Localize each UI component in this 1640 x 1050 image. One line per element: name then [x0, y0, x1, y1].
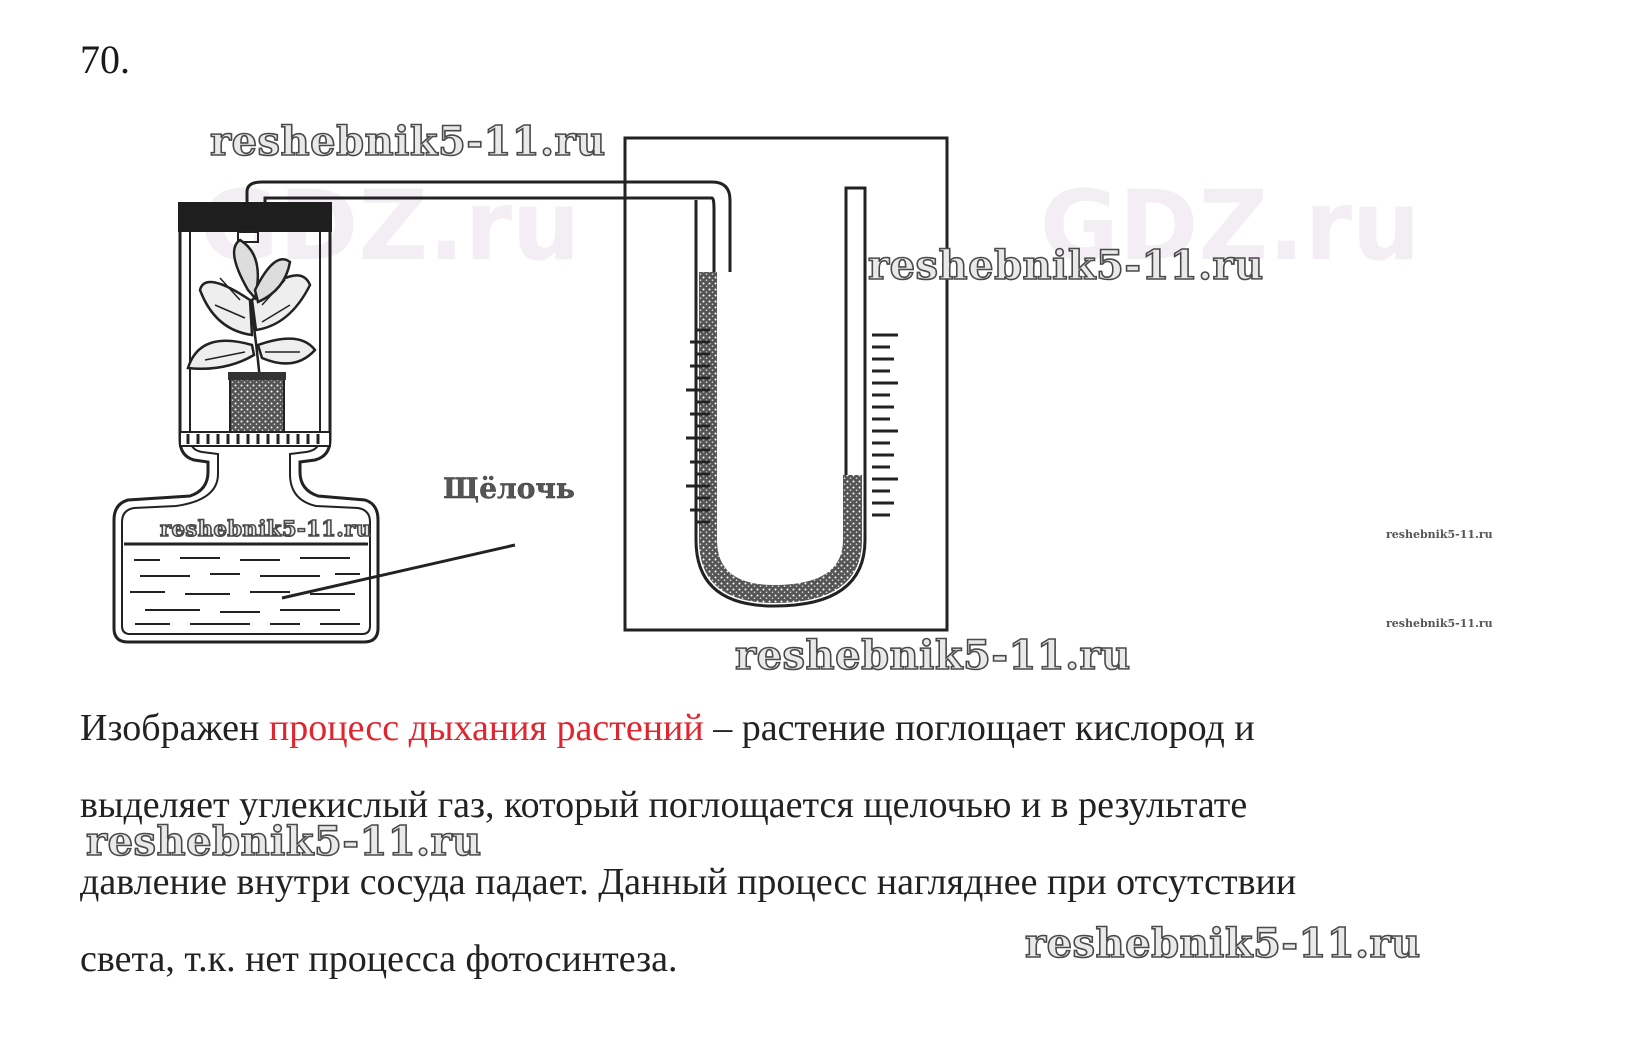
jar-stopper [178, 202, 332, 232]
u-tube [694, 186, 867, 608]
watermark: reshebnik5-11.ru [209, 117, 606, 166]
watermark: reshebnik5-11.ru [85, 817, 482, 866]
alkali-label: Щёлочь [443, 472, 575, 505]
problem-number: 70. [80, 37, 130, 82]
watermark: reshebnik5-11.ru [867, 241, 1264, 290]
watermark: reshebnik5-11.ru [1024, 919, 1421, 968]
manometer-board [623, 136, 949, 632]
plant-pot [229, 374, 285, 434]
plant [186, 238, 317, 381]
u-tube-liquid [699, 272, 862, 603]
answer-line-4: света, т.к. нет процесса фотосинтеза. [80, 938, 678, 980]
answer-paragraph: Изображен процесс дыхания растений – рас… [80, 690, 1560, 998]
watermark: reshebnik5-11.ru [1386, 528, 1493, 541]
highlighted-term: процесс дыхания растений [268, 707, 704, 749]
scale-left [686, 328, 710, 524]
answer-line-1: Изображен процесс дыхания растений – рас… [80, 707, 1255, 749]
glass-jar [112, 208, 380, 644]
watermark: reshebnik5-11.ru [159, 515, 372, 542]
answer-line-2: выделяет углекислый газ, который поглоща… [80, 784, 1248, 826]
connecting-tube [245, 180, 732, 272]
label-pointer [281, 543, 516, 600]
answer-line-3: давление внутри сосуда падает. Данный пр… [80, 861, 1297, 903]
ghost-watermark: GDZ.ru [1040, 170, 1421, 282]
watermark: reshebnik5-11.ru [734, 631, 1131, 680]
scale-right [872, 333, 898, 517]
alkali-liquid [124, 542, 368, 625]
respiration-apparatus-diagram [112, 136, 949, 644]
watermark: reshebnik5-11.ru [1386, 617, 1493, 630]
